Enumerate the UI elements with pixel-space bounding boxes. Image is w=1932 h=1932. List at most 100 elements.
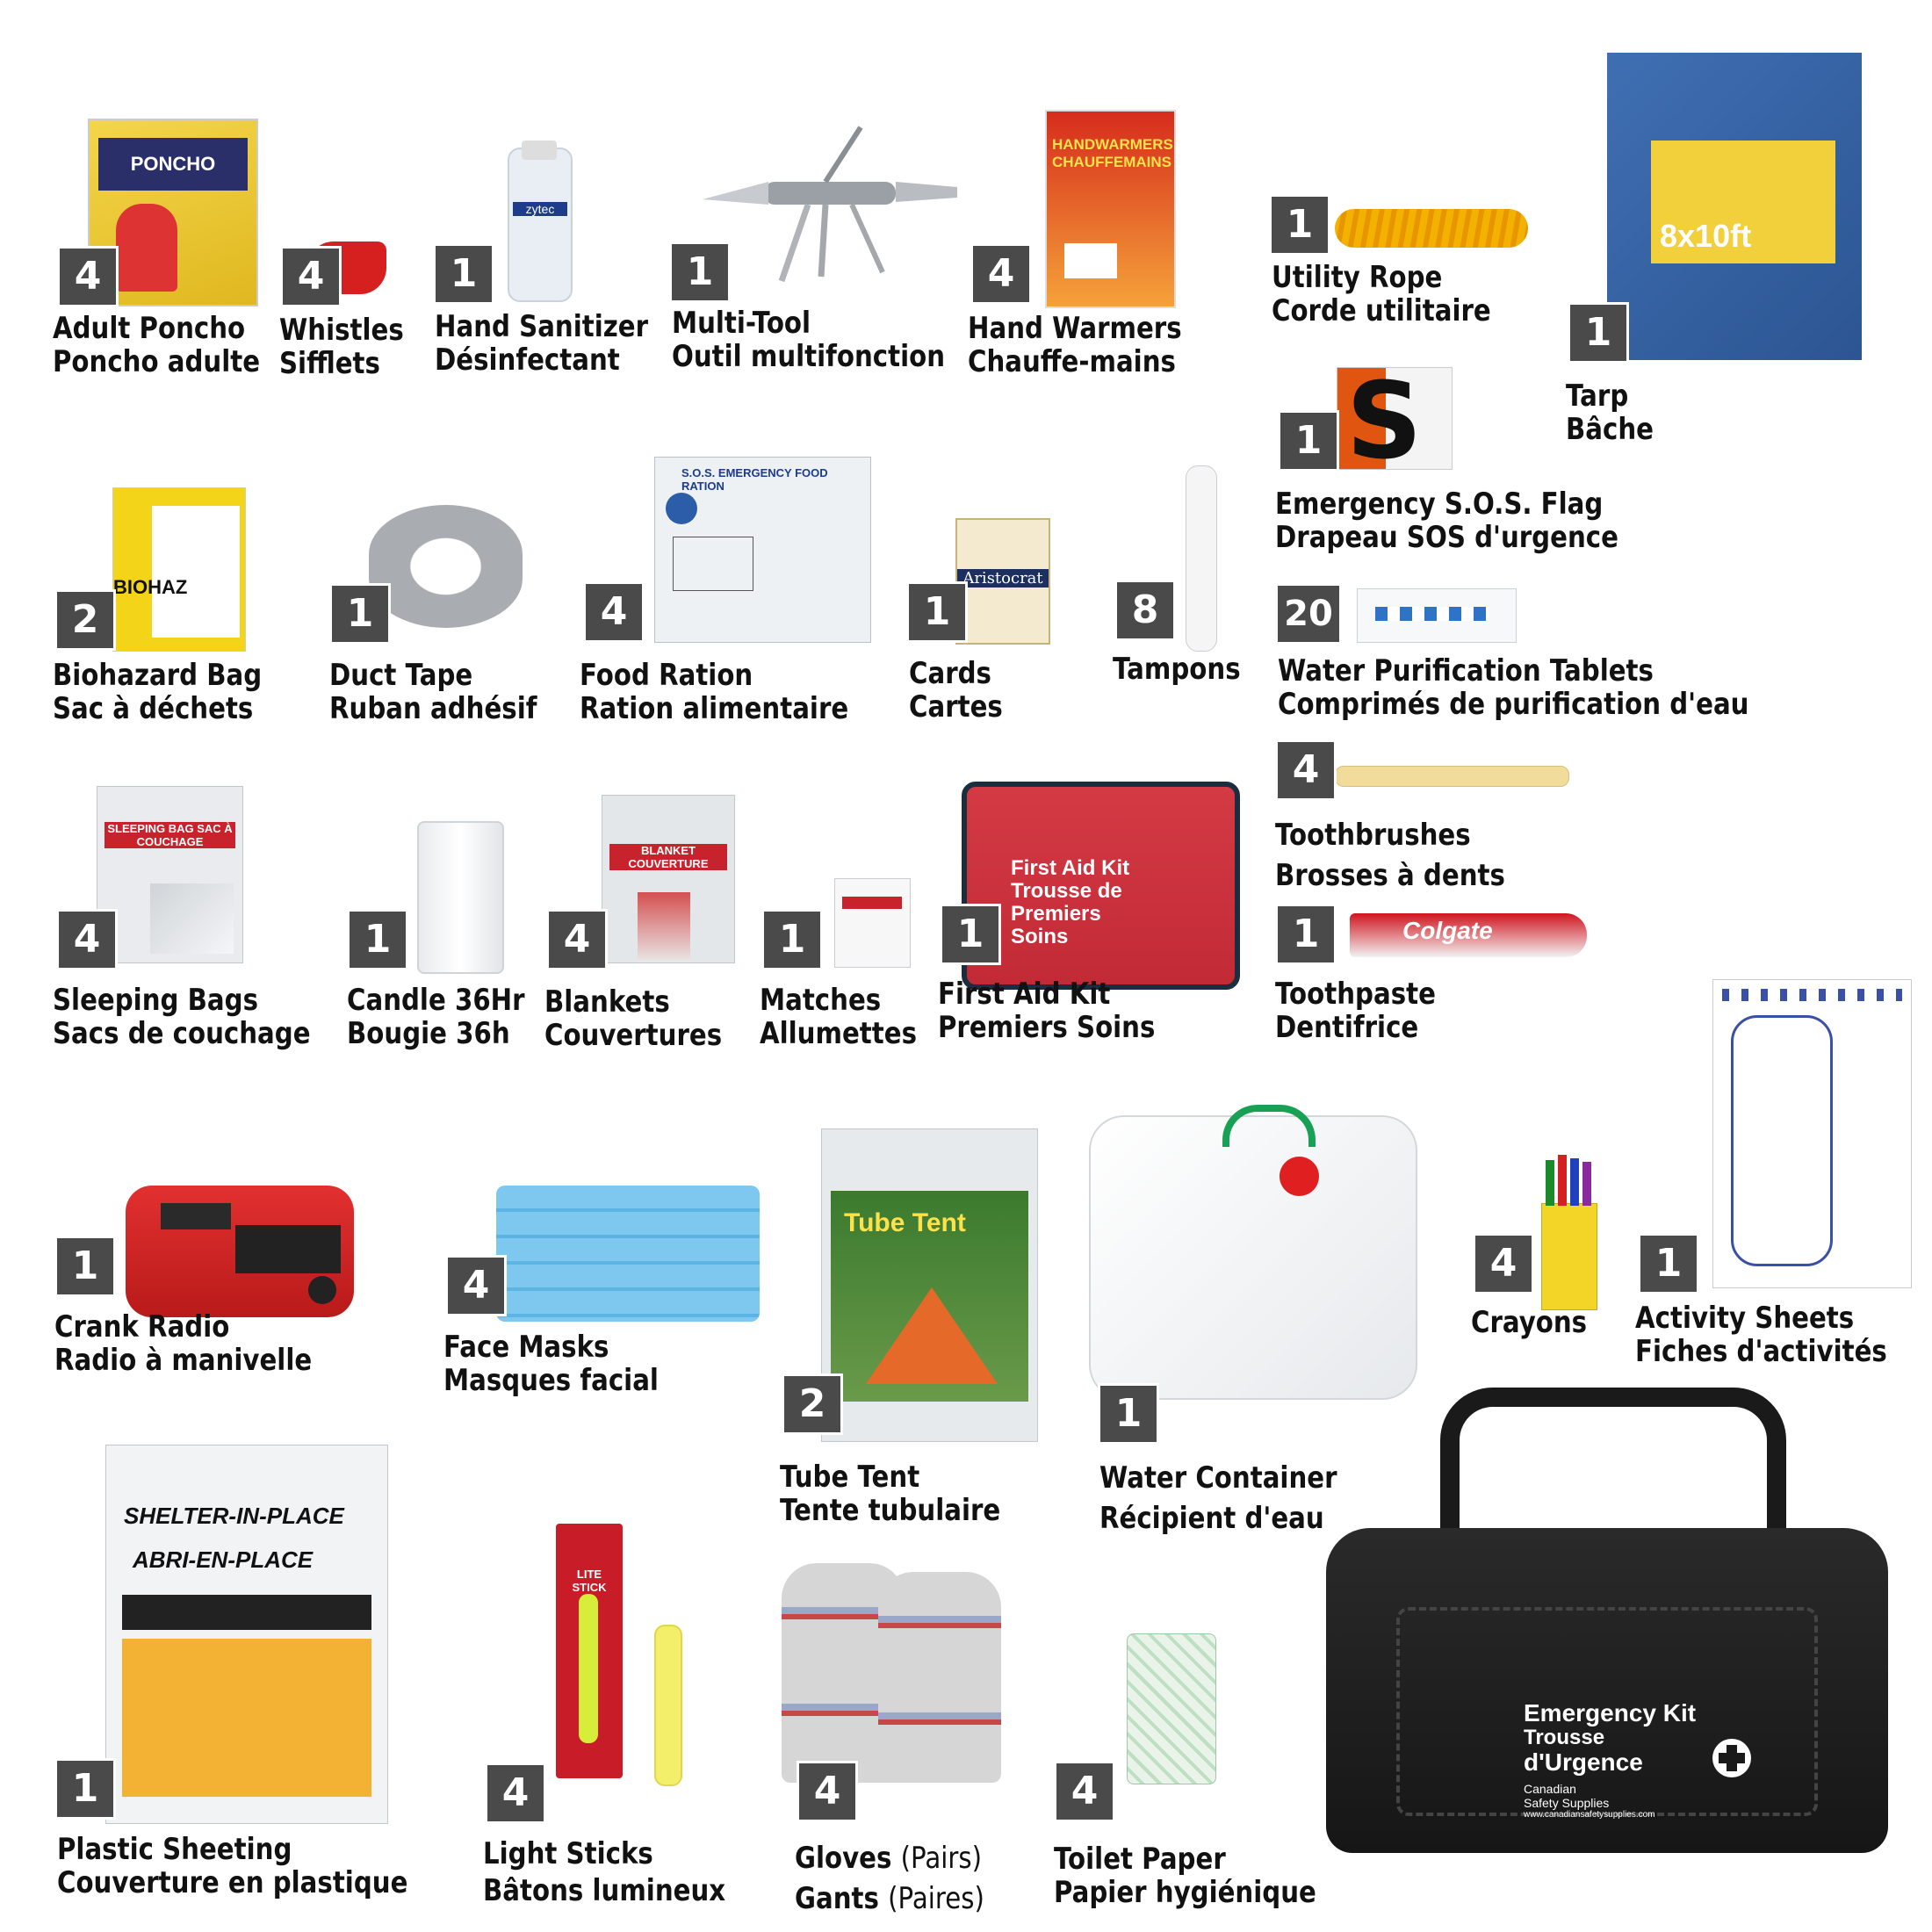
bag-brand-1: Canadian [1524,1782,1576,1796]
bag-logo-icon [1712,1739,1751,1777]
first-aid-kit-label: First Aid Kit Trousse de Premiers Soins [1011,856,1130,948]
quantity-badge: 4 [1278,742,1334,798]
matches-image [834,878,911,968]
first-aid-kit-image: First Aid Kit Trousse de Premiers Soins [962,782,1240,990]
item-label: Gloves (Pairs)Gants (Paires) [795,1841,984,1916]
quantity-badge: 1 [1280,413,1337,469]
tarp-image: 8x10ft [1607,53,1862,360]
quantity-badge: 4 [60,249,116,305]
sanitizer-brand: zytec [513,202,567,216]
water-tablets-image [1357,588,1517,643]
quantity-badge: 4 [586,584,642,640]
handwarmer-package-label: HANDWARMERS CHAUFFEMAINS [1052,136,1173,170]
light-stick-package-label: LITE STICK [572,1568,607,1594]
quantity-badge: 4 [549,912,605,968]
crank-radio-image [126,1186,354,1317]
quantity-badge: 1 [1570,305,1626,361]
rope-image [1335,209,1528,248]
toothpaste-image: Colgate [1350,913,1587,957]
water-container-image [1089,1105,1417,1400]
candle-image [417,821,504,974]
quantity-badge: 1 [1272,197,1328,253]
quantity-badge: 4 [59,912,115,968]
quantity-badge: 4 [448,1258,504,1314]
sleeping-bag-package-label: SLEEPING BAG SAC À COUCHAGE [105,822,235,848]
poncho-image: PONCHO [88,119,258,306]
tube-tent-image: Tube Tent [821,1128,1038,1442]
plastic-sheeting-image: SHELTER-IN-PLACE ABRI-EN-PLACE [105,1445,388,1824]
bag-subtitle-1: Trousse [1524,1726,1605,1749]
tarp-size-label: 8x10ft [1660,218,1752,254]
toothpaste-brand: Colgate [1402,917,1493,944]
food-ration-image: S.O.S. EMERGENCY FOOD RATION [654,457,871,643]
quantity-badge: 4 [973,246,1029,302]
bag-brand-2: Safety Supplies [1524,1796,1610,1810]
food-ration-package-label: S.O.S. EMERGENCY FOOD RATION [681,466,828,493]
quantity-badge: 20 [1278,586,1339,642]
quantity-badge: 1 [909,584,965,640]
quantity-badge: 2 [784,1376,840,1432]
quantity-badge: 1 [1100,1386,1157,1442]
bag-body: Emergency Kit Trousse d'Urgence Canadian… [1326,1528,1888,1853]
toothbrush-image [1335,766,1569,787]
face-mask-image [496,1186,760,1322]
toilet-paper-image [1127,1633,1216,1784]
quantity-badge: 1 [436,246,492,302]
quantity-badge: 1 [350,912,406,968]
poncho-package-label: PONCHO [98,138,248,191]
quantity-badge: 4 [283,249,339,305]
sos-flag-image: S [1337,367,1453,470]
item-label: Crayons [1471,1305,1588,1340]
quantity-badge: 1 [332,586,388,642]
sleeping-bag-image: SLEEPING BAG SAC À COUCHAGE [97,786,243,963]
quantity-badge: 4 [1475,1236,1532,1292]
tube-tent-package-label: Tube Tent [844,1208,966,1237]
bag-subtitle-2: d'Urgence [1524,1748,1643,1776]
quantity-badge: 1 [942,906,998,962]
sanitizer-image: zytec [508,141,573,302]
quantity-badge: 1 [764,912,820,968]
quantity-badge: 4 [1056,1763,1113,1820]
quantity-badge: 1 [57,1761,113,1817]
cards-brand: Aristocrat [957,569,1049,588]
blanket-package-label: BLANKET COUVERTURE [609,844,727,870]
bag-website: www.canadiansafetysupplies.com [1524,1810,1655,1820]
quantity-badge: 1 [672,244,728,300]
crayons-image [1541,1155,1597,1310]
quantity-badge: 1 [1640,1236,1697,1292]
light-stick-image [654,1625,682,1786]
biohazard-package-label: BIOHAZ [113,576,188,598]
bag-title: Emergency Kit [1524,1699,1697,1727]
multitool-image [703,126,957,283]
sheeting-title: SHELTER-IN-PLACE [124,1503,344,1529]
quantity-badge: 8 [1117,582,1173,638]
item-label: Tampons [1113,652,1241,687]
duct-tape-image [369,505,523,628]
activity-sheets-image [1712,979,1912,1288]
blanket-image: BLANKET COUVERTURE [602,795,735,963]
